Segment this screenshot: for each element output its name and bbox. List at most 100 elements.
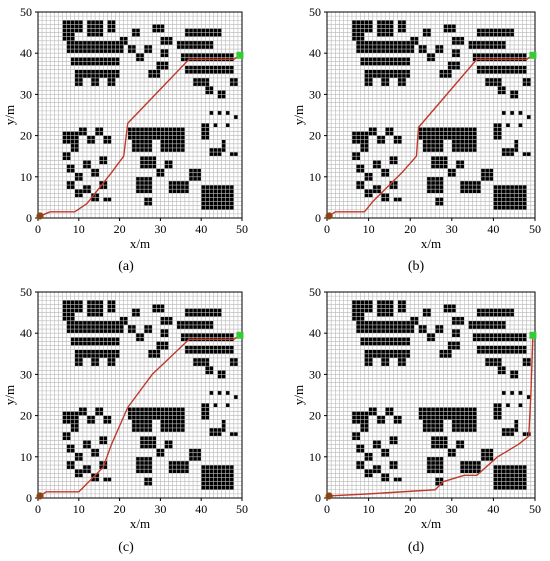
x-tick-label: 0 [324, 222, 330, 236]
obstacle-cell [225, 403, 230, 408]
obstacle-cell [460, 460, 481, 474]
x-tick-label: 10 [363, 222, 375, 236]
x-tick-label: 0 [35, 222, 41, 236]
obstacle-cell [233, 395, 238, 400]
path-line-c [39, 334, 241, 497]
x-tick-label: 20 [404, 222, 416, 236]
obstacle-cell [518, 390, 523, 395]
x-axis-label-a: x/m [130, 236, 150, 251]
x-tick-label: 50 [529, 222, 541, 236]
obstacle-cell [501, 110, 506, 115]
y-tick-label: 50 [20, 5, 32, 19]
plot-frame-a [37, 11, 243, 219]
y-axis-label-b: y/m [291, 105, 306, 125]
plot-frame-d [326, 291, 536, 499]
obstacle-cell [217, 390, 222, 395]
x-tick-label: 10 [73, 222, 85, 236]
obstacle-cell [422, 139, 444, 153]
y-tick-label: 50 [20, 285, 32, 299]
obstacle-cell [526, 115, 531, 120]
obstacle-cell [217, 110, 222, 115]
goal-marker-b [529, 51, 537, 59]
x-tick-label: 40 [195, 502, 207, 516]
panel-b: 0 10 20 30 40 50 0 10 20 30 40 50 x/m y/m (b) [291, 5, 541, 274]
x-tick-label: 0 [324, 502, 330, 516]
caption-c: (c) [118, 540, 134, 555]
obstacle-cell [514, 139, 519, 153]
x-tick-label: 20 [114, 502, 126, 516]
x-tick-label: 20 [114, 222, 126, 236]
x-tick-label: 50 [236, 502, 248, 516]
x-tick-label: 30 [446, 222, 458, 236]
y-tick-label: 20 [20, 129, 32, 143]
y-tick-label: 30 [20, 367, 32, 381]
start-marker-c [36, 492, 44, 500]
goal-marker-c [236, 331, 244, 339]
y-tick-label: 10 [309, 450, 321, 464]
y-tick-label: 30 [309, 87, 321, 101]
x-tick-label: 40 [487, 502, 499, 516]
plot-frame-c [37, 291, 243, 499]
path-line-a [39, 54, 241, 217]
y-tick-label: 10 [309, 170, 321, 184]
x-axis-label-b: x/m [421, 236, 441, 251]
obstacle-cell [209, 110, 214, 115]
y-tick-label: 50 [309, 5, 321, 19]
obstacle-cell [168, 180, 189, 194]
obstacle-cell [221, 419, 226, 433]
x-tick-label: 40 [487, 222, 499, 236]
obstacle-cell [62, 300, 75, 321]
y-tick-label: 20 [20, 409, 32, 423]
caption-b: (b) [408, 259, 425, 274]
caption-a: (a) [118, 259, 134, 274]
obstacle-cell [351, 20, 365, 41]
start-marker-b [325, 212, 333, 220]
y-axis-label-c: y/m [2, 385, 17, 405]
path-line-d [329, 335, 534, 497]
x-tick-label: 50 [236, 222, 248, 236]
start-marker-d [325, 492, 333, 500]
obstacle-cell [209, 390, 214, 395]
obstacle-cell [510, 110, 515, 115]
x-tick-label: 10 [363, 502, 375, 516]
obstacle-cell [188, 448, 202, 461]
x-axis-label-c: x/m [130, 516, 150, 531]
obstacle-cell [480, 448, 494, 461]
obstacle-cell [518, 110, 523, 115]
obstacle-cell [168, 460, 189, 474]
y-tick-label: 10 [20, 170, 32, 184]
obstacle-cell [505, 123, 511, 128]
y-tick-label: 30 [20, 87, 32, 101]
obstacle-cell [213, 123, 218, 128]
y-tick-label: 0 [26, 211, 32, 225]
y-tick-label: 0 [315, 491, 321, 505]
obstacle-cell [233, 115, 238, 120]
y-tick-label: 40 [309, 46, 321, 60]
y-tick-label: 40 [309, 326, 321, 340]
obstacle-cell [351, 300, 365, 321]
obstacle-cell [505, 403, 511, 408]
caption-d: (d) [408, 540, 425, 555]
goal-marker-d [529, 331, 537, 339]
obstacle-cell [62, 20, 75, 41]
obstacle-cell [188, 168, 202, 181]
x-tick-label: 10 [73, 502, 85, 516]
x-tick-label: 0 [35, 502, 41, 516]
plot-frame-b [326, 11, 536, 219]
obstacle-cell [514, 419, 519, 433]
obstacle-cell [213, 403, 218, 408]
obstacle-cell [221, 139, 226, 153]
y-tick-label: 40 [20, 46, 32, 60]
x-tick-label: 30 [154, 502, 166, 516]
y-tick-label: 20 [309, 129, 321, 143]
y-tick-label: 0 [315, 211, 321, 225]
obstacle-cell [131, 419, 153, 433]
y-tick-label: 20 [309, 409, 321, 423]
obstacle-cell [131, 139, 153, 153]
x-tick-label: 20 [404, 502, 416, 516]
obstacle-cell [225, 390, 230, 395]
y-tick-label: 10 [20, 450, 32, 464]
